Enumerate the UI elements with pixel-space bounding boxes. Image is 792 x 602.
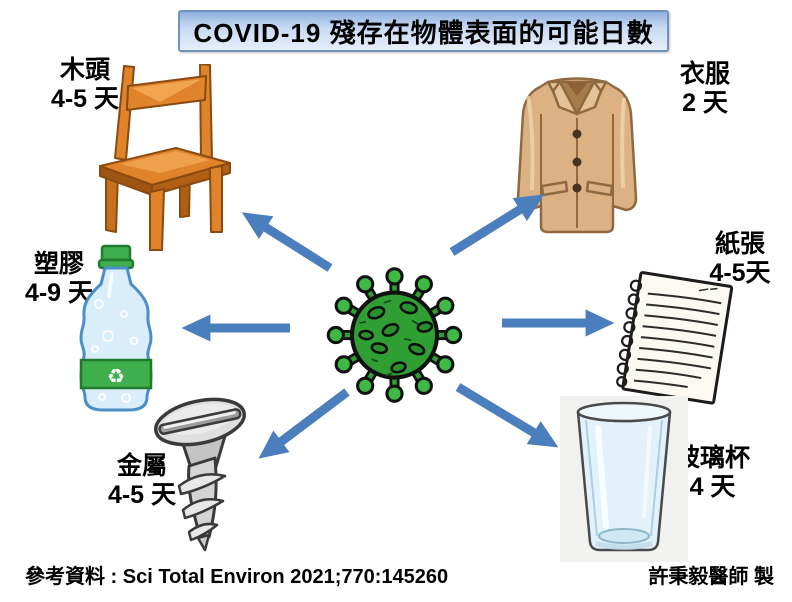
credit-text: 許秉毅醫師 製 <box>648 566 774 588</box>
drinking-glass-illustration <box>576 401 672 552</box>
wood-name: 木頭 <box>59 56 110 84</box>
reference-text: 參考資料 : Sci Total Environ 2021;770:145260 <box>25 566 449 588</box>
glassware-days: 4 天 <box>689 473 736 501</box>
paper-name: 紙張 <box>714 230 765 258</box>
title-banner: COVID-19 殘存在物體表面的可能日數 <box>178 10 669 52</box>
plastic-name: 塑膠 <box>33 250 84 278</box>
arrow-to-metal <box>258 388 350 459</box>
label-clothes: 衣服 2 天 <box>645 60 765 118</box>
label-paper: 紙張 4-5天 <box>690 230 790 288</box>
arrow-to-wood <box>241 212 333 272</box>
wooden-chair-illustration <box>99 64 231 251</box>
wood-days: 4-5 天 <box>50 85 120 113</box>
clothes-days: 2 天 <box>682 89 728 117</box>
recycle-icon: ♻ <box>107 366 125 388</box>
label-metal: 金屬 4-5 天 <box>88 452 196 510</box>
notebook-sheet-illustration <box>616 271 734 405</box>
screw-illustration <box>154 397 246 552</box>
water-bottle-illustration: ♻ <box>79 244 153 412</box>
overcoat-illustration <box>516 77 638 234</box>
page-title: COVID-19 殘存在物體表面的可能日數 <box>193 17 654 48</box>
arrow-to-clothes <box>449 194 545 256</box>
coronavirus-illustration <box>326 267 463 403</box>
label-wood: 木頭 4-5 天 <box>25 56 145 114</box>
arrow-to-glassware <box>455 383 559 448</box>
plastic-days: 4-9 天 <box>24 279 94 307</box>
label-plastic: 塑膠 4-9 天 <box>0 250 118 308</box>
metal-days: 4-5 天 <box>107 481 177 509</box>
paper-days: 4-5天 <box>709 259 771 287</box>
clothes-name: 衣服 <box>679 60 730 88</box>
metal-name: 金屬 <box>116 452 167 480</box>
